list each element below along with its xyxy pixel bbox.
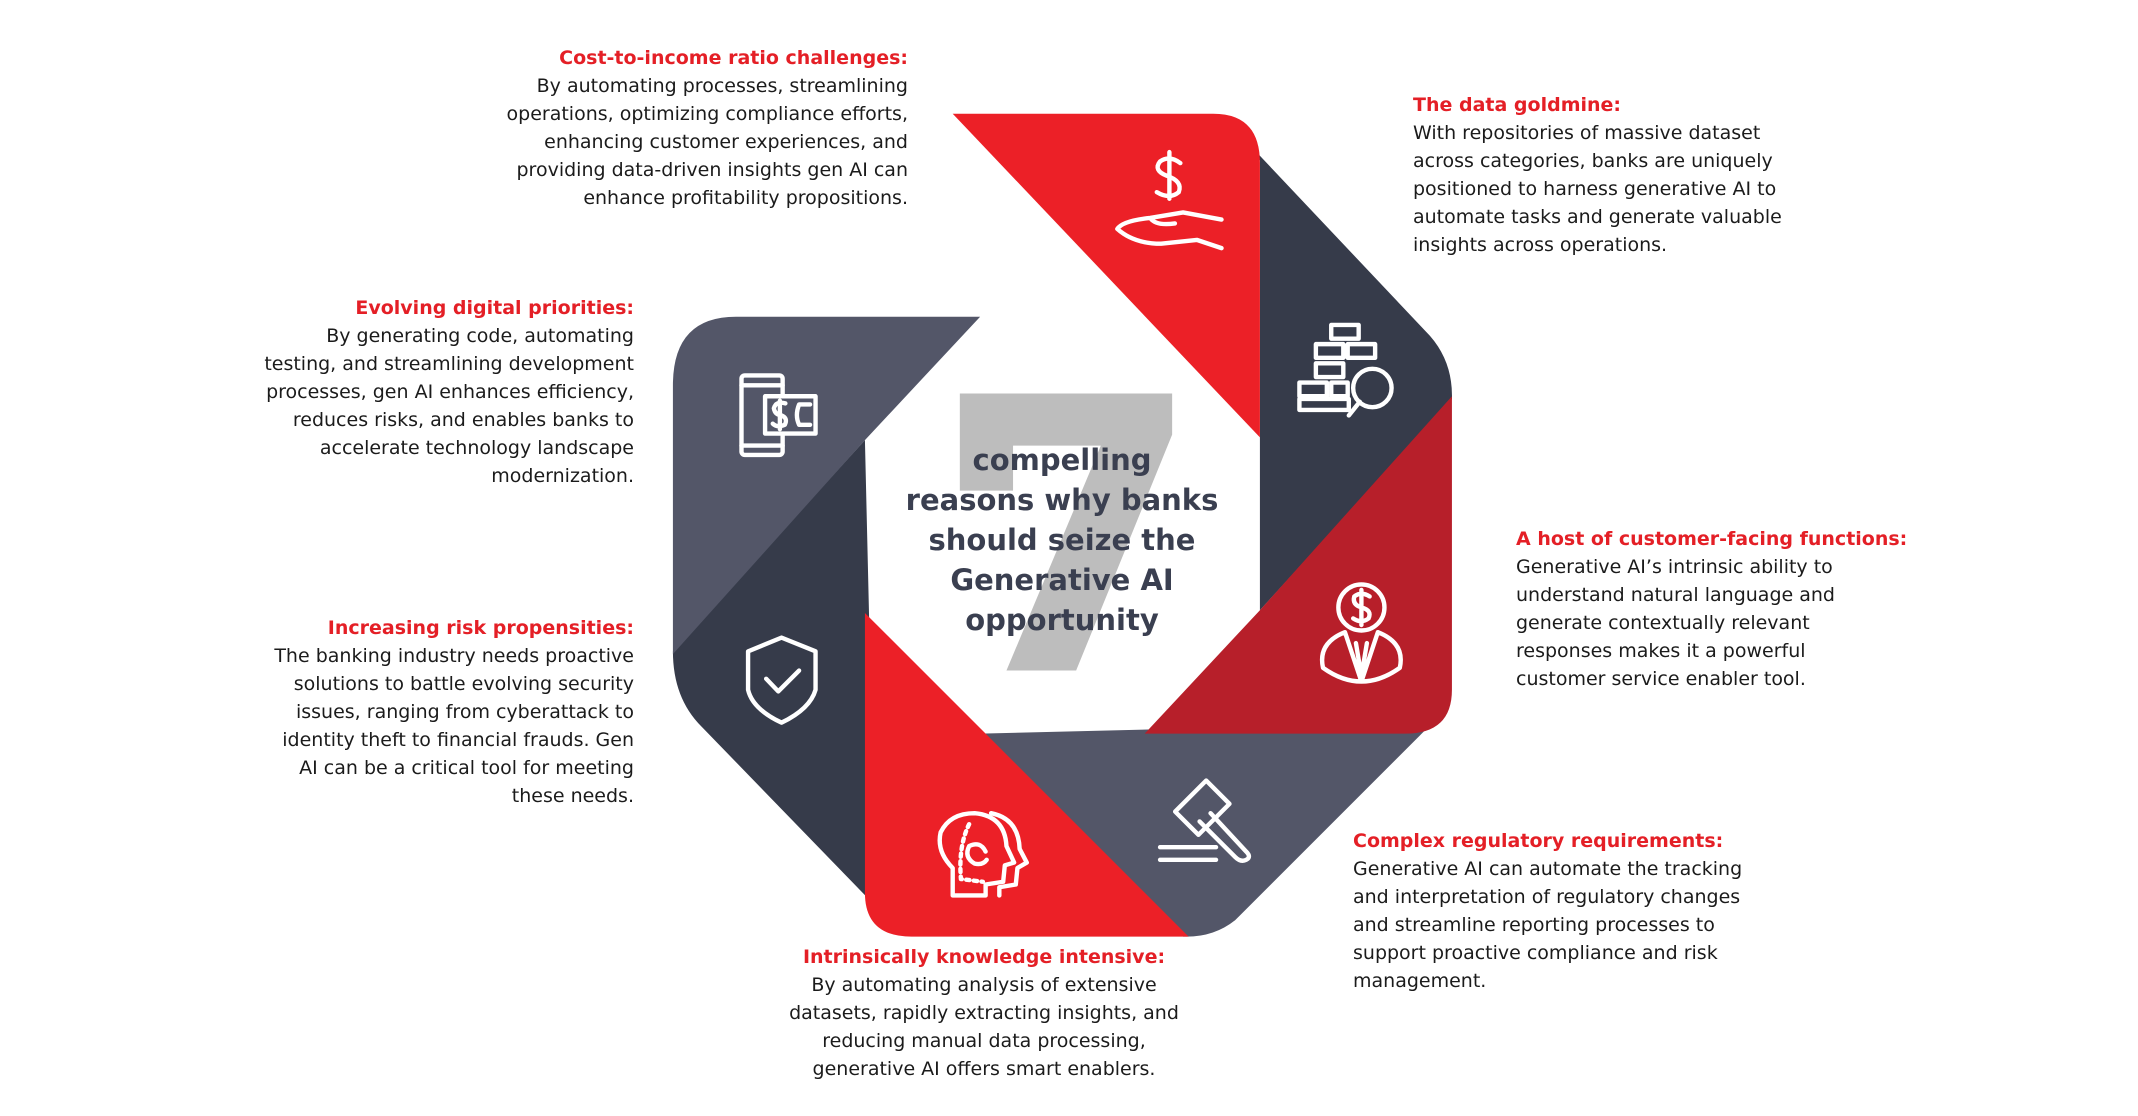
reason-title: The data goldmine:	[1413, 94, 1622, 116]
mobile-payment-icon	[739, 373, 818, 458]
reason-title: Cost-to-income ratio challenges:	[559, 47, 908, 69]
reason-text: enhance profitability propositions.	[583, 187, 908, 209]
reason-text: modernization.	[491, 465, 634, 487]
reason-text: By generating code, automating	[326, 325, 634, 347]
reason-text: these needs.	[511, 785, 634, 807]
reason-text: providing data-driven insights gen AI ca…	[516, 159, 909, 181]
reason-digital: Evolving digital priorities: By generati…	[264, 294, 634, 490]
reason-text: generate contextually relevant	[1516, 612, 1810, 634]
reason-title: Complex regulatory requirements:	[1353, 830, 1724, 852]
center-heading: compelling reasons why banks should seiz…	[862, 440, 1262, 640]
reason-text: automate tasks and generate valuable	[1413, 206, 1782, 228]
segment-risk	[672, 440, 876, 907]
reason-cost-to-income: Cost-to-income ratio challenges: By auto…	[507, 44, 908, 212]
reason-text: issues, ranging from cyberattack to	[295, 701, 634, 723]
reason-title: Intrinsically knowledge intensive:	[802, 946, 1166, 968]
reason-text: reducing manual data processing,	[822, 1030, 1146, 1052]
reason-text: The banking industry needs proactive	[274, 645, 634, 667]
reason-text: support proactive compliance and risk	[1353, 942, 1718, 964]
reason-text: Generative AI’s intrinsic ability to	[1516, 556, 1833, 578]
reason-title: Evolving digital priorities:	[355, 297, 634, 319]
segment-cost	[952, 113, 1260, 438]
reason-knowledge: Intrinsically knowledge intensive: By au…	[734, 943, 1234, 1083]
reason-text: positioned to harness generative AI to	[1413, 178, 1777, 200]
reason-data-goldmine: The data goldmine: With repositories of …	[1413, 91, 1782, 259]
reason-text: testing, and streamlining development	[264, 353, 634, 375]
reason-text: responses makes it a powerful	[1516, 640, 1806, 662]
reason-title: Increasing risk propensities:	[327, 617, 634, 639]
reason-text: solutions to battle evolving security	[293, 673, 634, 695]
reason-text: accelerate technology landscape	[319, 437, 634, 459]
big-seven-number	[959, 393, 1173, 671]
heading-line: compelling	[972, 443, 1152, 477]
reason-title: A host of customer-facing functions:	[1516, 528, 1908, 550]
reason-text: By automating processes, streamlining	[536, 75, 908, 97]
reason-text: and interpretation of regulatory changes	[1353, 886, 1741, 908]
data-blocks-search-icon	[1297, 322, 1394, 418]
reason-text: management.	[1353, 970, 1487, 992]
reason-text: Generative AI can automate the tracking	[1353, 858, 1743, 880]
brain-head-icon	[937, 810, 1029, 898]
dollar-person-icon	[1319, 582, 1403, 684]
heading-line: opportunity	[965, 603, 1159, 637]
reason-text: generative AI offers smart enablers.	[812, 1058, 1156, 1080]
reason-regulatory: Complex regulatory requirements: Generat…	[1353, 827, 1742, 995]
reason-customer-facing: A host of customer-facing functions: Gen…	[1516, 525, 1907, 693]
reason-text: and streamline reporting processes to	[1353, 914, 1715, 936]
segment-digital	[672, 316, 981, 655]
reason-text: With repositories of massive dataset	[1413, 122, 1761, 144]
reason-text: insights across operations.	[1413, 234, 1668, 256]
reason-text: By automating analysis of extensive	[811, 974, 1157, 996]
reason-text: datasets, rapidly extracting insights, a…	[789, 1002, 1179, 1024]
reason-text: across categories, banks are uniquely	[1413, 150, 1773, 172]
hand-dollar-icon	[1115, 149, 1224, 251]
reason-text: identity theft to financial frauds. Gen	[282, 729, 634, 751]
reason-risk: Increasing risk propensities: The bankin…	[274, 614, 634, 810]
reason-text: operations, optimizing compliance effort…	[506, 103, 908, 125]
reason-text: AI can be a critical tool for meeting	[299, 757, 634, 779]
reason-text: enhancing customer experiences, and	[544, 131, 908, 153]
segment-customer	[1144, 396, 1452, 734]
segment-data-goldmine	[1243, 138, 1452, 611]
heading-line: reasons why banks	[905, 483, 1219, 517]
gavel-icon	[1157, 778, 1252, 863]
heading-line: should seize the	[928, 523, 1196, 557]
reason-text: understand natural language and	[1516, 584, 1835, 606]
reason-text: customer service enabler tool.	[1516, 668, 1806, 690]
reason-text: processes, gen AI enhances efficiency,	[266, 381, 634, 403]
heading-line: Generative AI	[950, 563, 1174, 597]
shield-check-icon	[745, 635, 818, 725]
reason-text: reduces risks, and enables banks to	[292, 409, 634, 431]
